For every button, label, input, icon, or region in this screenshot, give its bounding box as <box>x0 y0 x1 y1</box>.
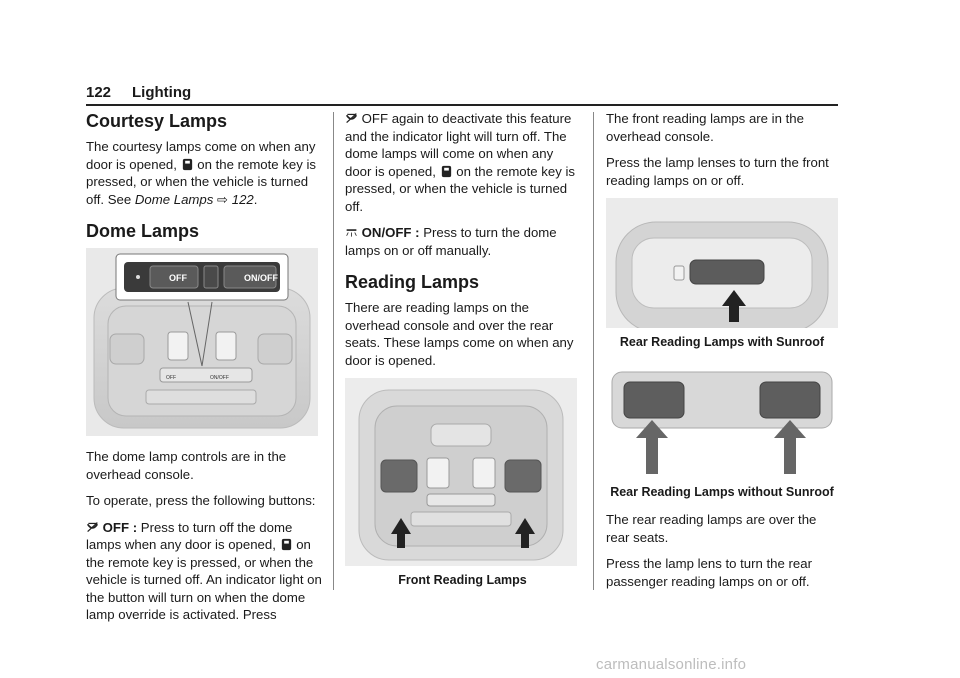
front-reading-illustration <box>345 378 577 566</box>
courtesy-heading: Courtesy Lamps <box>86 111 228 131</box>
dome-off-icon <box>345 113 358 124</box>
dome-paragraph-1: The dome lamp controls are in the overhe… <box>86 449 287 482</box>
key-fob-icon <box>281 538 291 551</box>
dome-off-icon <box>86 521 99 532</box>
onoff-label: ON/OFF : <box>361 225 420 240</box>
key-fob-icon <box>441 165 451 177</box>
rear-sunroof-figure <box>606 198 838 328</box>
front-reading-figure <box>345 378 577 566</box>
link-arrow-icon: ⇨ <box>217 191 229 207</box>
rear-sunroof-caption: Rear Reading Lamps with Sunroof <box>619 335 825 349</box>
panel-off-label: OFF <box>169 273 187 283</box>
reading-paragraph-2: The front reading lamps are in the overh… <box>606 111 804 144</box>
dome-lamps-link[interactable]: Dome Lamps <box>134 191 214 207</box>
watermark: carmanualsonline.info <box>596 656 747 673</box>
dome-off-continued: OFF again to deactivate this feature and… <box>345 111 576 214</box>
dome-off-paragraph: OFF : Press to turn off the dome lamps w… <box>86 519 322 623</box>
section-title: Lighting <box>132 84 192 101</box>
reading-paragraph-1: There are reading lamps on the overhead … <box>345 300 574 368</box>
reading-paragraph-4: The rear reading lamps are over the rear… <box>606 512 817 545</box>
reading-paragraph-5: Press the lamp lens to turn the rear pas… <box>606 556 812 589</box>
rear-nosunroof-caption: Rear Reading Lamps without Sunroof <box>610 484 834 499</box>
column-2: OFF again to deactivate this feature and… <box>345 110 580 600</box>
courtesy-paragraph: The courtesy lamps come on when any door… <box>86 139 317 207</box>
rear-sunroof-illustration <box>606 198 838 328</box>
column-1: Courtesy Lamps The courtesy lamps come o… <box>86 110 324 633</box>
mini-off-label: OFF <box>166 375 176 381</box>
dome-heading: Dome Lamps <box>86 221 200 241</box>
column-3: The front reading lamps are in the overh… <box>606 110 838 599</box>
dome-console-illustration: OFF ON/OFF OFF ON/OFF <box>86 248 318 436</box>
dome-paragraph-2: To operate, press the following buttons: <box>86 493 316 508</box>
column-divider-2 <box>593 112 594 590</box>
column-divider-1 <box>333 112 334 590</box>
off-label: OFF : <box>102 519 138 535</box>
page-header: 122 Lighting <box>86 82 838 106</box>
reading-heading: Reading Lamps <box>345 272 480 292</box>
dome-lamp-icon <box>346 229 357 237</box>
page-number: 122 <box>86 84 112 101</box>
key-fob-icon <box>182 158 192 170</box>
reading-paragraph-3: Press the lamp lenses to turn the front … <box>606 155 829 188</box>
rear-nosunroof-illustration <box>611 371 833 474</box>
dome-onoff-paragraph: ON/OFF : Press to turn the dome lamps on… <box>345 225 557 258</box>
dome-lamps-page-ref[interactable]: 122 <box>231 191 254 207</box>
rear-nosunroof-figure <box>606 369 838 478</box>
mini-onoff-label: ON/OFF <box>210 375 229 381</box>
dome-lamp-figure: OFF ON/OFF OFF ON/OFF <box>86 248 318 436</box>
panel-onoff-label: ON/OFF <box>244 273 278 283</box>
front-reading-caption: Front Reading Lamps <box>398 573 527 587</box>
